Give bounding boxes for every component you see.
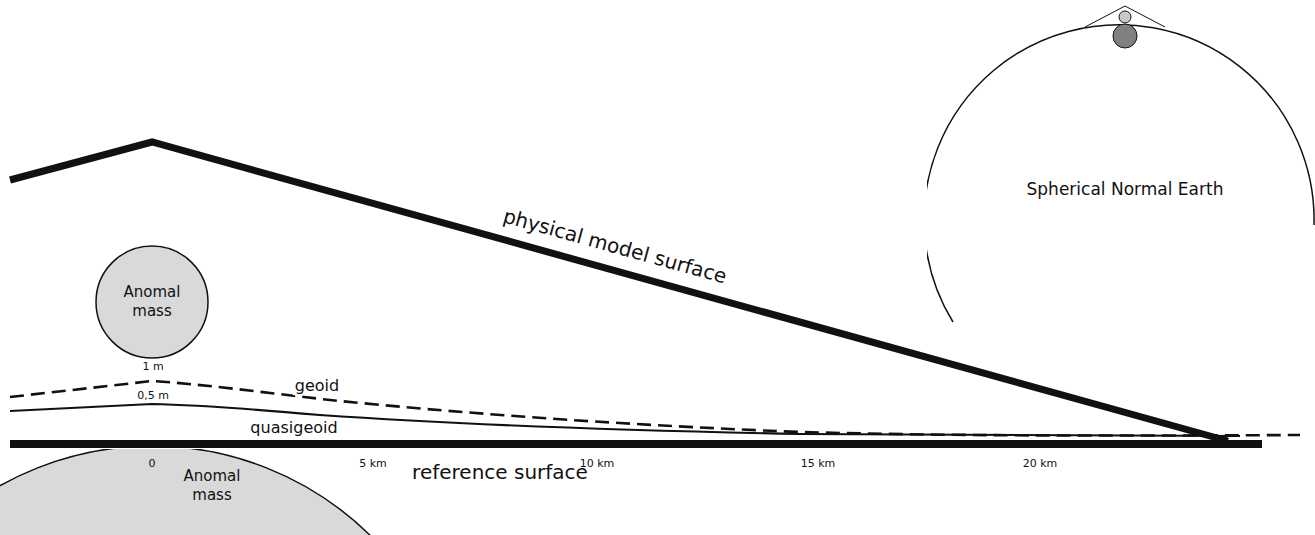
height-label: 0,5 m xyxy=(135,390,171,402)
circle-outline xyxy=(0,449,463,535)
axis-tick-label: 0 xyxy=(149,458,156,470)
node-label: Anomal mass xyxy=(107,283,197,321)
shape xyxy=(927,0,1315,330)
reference-surface-line xyxy=(10,440,1262,448)
anomal-mass-circle: Anomal mass xyxy=(0,449,464,535)
axis-tick-label: 5 km xyxy=(359,458,387,470)
sphere-outline xyxy=(927,25,1314,322)
geoid-label: geoid xyxy=(293,377,341,395)
mass-dot xyxy=(1113,24,1137,48)
axis-tick-label: 15 km xyxy=(801,458,836,470)
shape xyxy=(0,449,464,535)
height-label: 1 m xyxy=(140,361,165,373)
axis-tick-label: 20 km xyxy=(1023,458,1058,470)
node-label: Spherical Normal Earth xyxy=(1005,179,1245,200)
quasigeoid-line xyxy=(10,404,1240,436)
node-label: Anomal mass xyxy=(167,467,257,505)
reference-surface-label: reference surface xyxy=(412,461,588,483)
normal-earth-sphere: Spherical Normal Earth xyxy=(927,0,1315,330)
anomal-mass-circle: Anomal mass xyxy=(95,245,209,359)
circle-outline xyxy=(96,246,208,358)
quasigeoid-label: quasigeoid xyxy=(248,419,339,437)
mass-dot xyxy=(1119,11,1131,23)
